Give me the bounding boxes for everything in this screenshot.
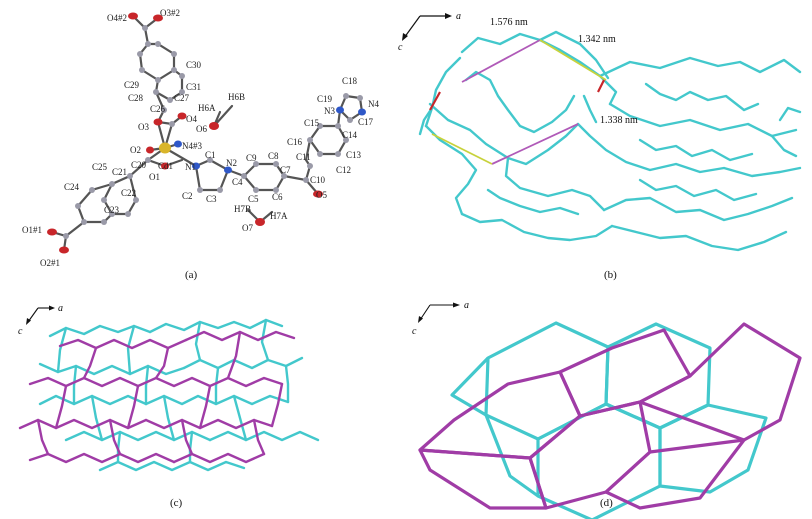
atom-o5	[313, 190, 323, 198]
atom-label: C2	[182, 191, 193, 201]
atom-label: O4#2	[107, 13, 127, 23]
axis-a-label: a	[464, 300, 469, 311]
panel-d-net-two	[418, 322, 802, 510]
atom-label: O3	[138, 122, 149, 132]
atom-n2	[224, 166, 232, 174]
atom-label: C19	[317, 94, 333, 104]
atom-label: C30	[186, 60, 202, 70]
atom-label: H6B	[228, 92, 245, 102]
atom-label: C11	[296, 152, 311, 162]
atom-label: C3	[206, 194, 217, 204]
atom-label: C31	[186, 82, 201, 92]
panel-c-axes: a c	[18, 303, 63, 337]
panel-d-net-one	[450, 321, 768, 519]
panel-d-caption: (d)	[600, 497, 613, 509]
atom-n1	[192, 162, 200, 170]
axis-c-label: c	[412, 326, 417, 337]
atom-label: C26	[150, 104, 166, 114]
atom-label: C21	[112, 167, 127, 177]
atom-label: C25	[92, 162, 108, 172]
atom-label: C13	[346, 150, 362, 160]
atom-o3-2	[153, 14, 163, 22]
panel-a-atom-labels: O4#2 O3#2 C30 C31 C29 C28 C27 C26 H6A H6…	[22, 8, 379, 268]
atom-label: C1	[205, 150, 216, 160]
atom-label: C18	[342, 76, 358, 86]
panel-b-network	[418, 30, 802, 252]
atom-label: C4	[232, 177, 243, 187]
axis-c-label: c	[18, 326, 23, 337]
axis-a-label: a	[58, 303, 63, 314]
atom-label: C27	[174, 93, 190, 103]
atom-label: C8	[268, 151, 279, 161]
atom-label: C10	[310, 175, 326, 185]
atom-o4	[177, 112, 187, 120]
atom-label: C23	[104, 205, 120, 215]
atom-o7	[255, 218, 265, 226]
atom-label: O1#1	[22, 225, 42, 235]
panel-b-distance-lines	[429, 39, 607, 165]
atom-o2	[146, 146, 154, 154]
panel-d-axes: a c	[412, 300, 469, 337]
panel-d-topology: a c (d)	[412, 300, 802, 519]
atom-label: O1	[149, 172, 160, 182]
atom-label: C17	[358, 117, 374, 127]
panel-c-net-one	[38, 318, 320, 472]
atom-label: N4	[368, 99, 379, 109]
atom-label: O2#1	[40, 258, 60, 268]
atom-label: C20	[131, 160, 147, 170]
atom-label: O6	[196, 124, 207, 134]
panel-c-net-two	[18, 330, 296, 464]
atom-label: C29	[124, 80, 140, 90]
atom-label: O5	[316, 190, 327, 200]
atom-label: C22	[121, 188, 136, 198]
atom-o1	[161, 162, 169, 170]
panel-a-structure: O4#2 O3#2 C30 C31 C29 C28 C27 C26 H6A H6…	[22, 8, 379, 281]
atom-label: C14	[342, 130, 358, 140]
atom-label: C16	[287, 137, 303, 147]
atom-label: C24	[64, 182, 80, 192]
atom-n4	[358, 108, 366, 116]
panel-a-caption: (a)	[185, 269, 198, 281]
panel-b-axes: a c	[398, 11, 461, 53]
atom-label: C28	[128, 93, 144, 103]
atom-n4-3	[174, 140, 182, 148]
atom-o1-1	[47, 228, 57, 236]
atom-label: C12	[336, 165, 351, 175]
panel-c-caption: (c)	[170, 497, 183, 509]
atom-label: C7	[280, 165, 291, 175]
atom-label: N1	[185, 162, 196, 172]
atom-label: Cd1	[158, 161, 173, 171]
atom-label: O2	[130, 145, 141, 155]
atom-label: H7B	[234, 204, 251, 214]
axis-c-label: c	[398, 42, 403, 53]
panel-b-caption: (b)	[604, 269, 617, 281]
atom-o2-1	[59, 246, 69, 254]
atom-label: H7A	[270, 211, 288, 221]
atom-label: O7	[242, 223, 253, 233]
panel-a-bonds	[50, 14, 364, 252]
atom-label: C6	[272, 192, 283, 202]
panel-c-interpenetration: a c	[18, 303, 320, 509]
distance-label-3: 1.338 nm	[600, 115, 638, 126]
atom-label: C9	[246, 153, 257, 163]
atom-label: N3	[324, 106, 335, 116]
atom-label: H6A	[198, 103, 216, 113]
atom-label: N4#3	[182, 141, 202, 151]
distance-label-2: 1.342 nm	[578, 34, 616, 45]
distance-label-1: 1.576 nm	[490, 17, 528, 28]
axis-a-label: a	[456, 11, 461, 22]
atom-o4-2	[128, 12, 138, 20]
atom-o3	[153, 118, 163, 126]
atom-label: O4	[186, 114, 197, 124]
panel-a-atoms	[47, 12, 366, 254]
atom-label: C15	[304, 118, 320, 128]
atom-cd1	[159, 142, 171, 154]
atom-label: N2	[226, 158, 237, 168]
atom-label: O3#2	[160, 8, 180, 18]
atom-label: C5	[248, 194, 259, 204]
atom-o6	[209, 122, 219, 130]
atom-n3	[336, 106, 344, 114]
panel-b-layer: a c	[398, 11, 802, 281]
